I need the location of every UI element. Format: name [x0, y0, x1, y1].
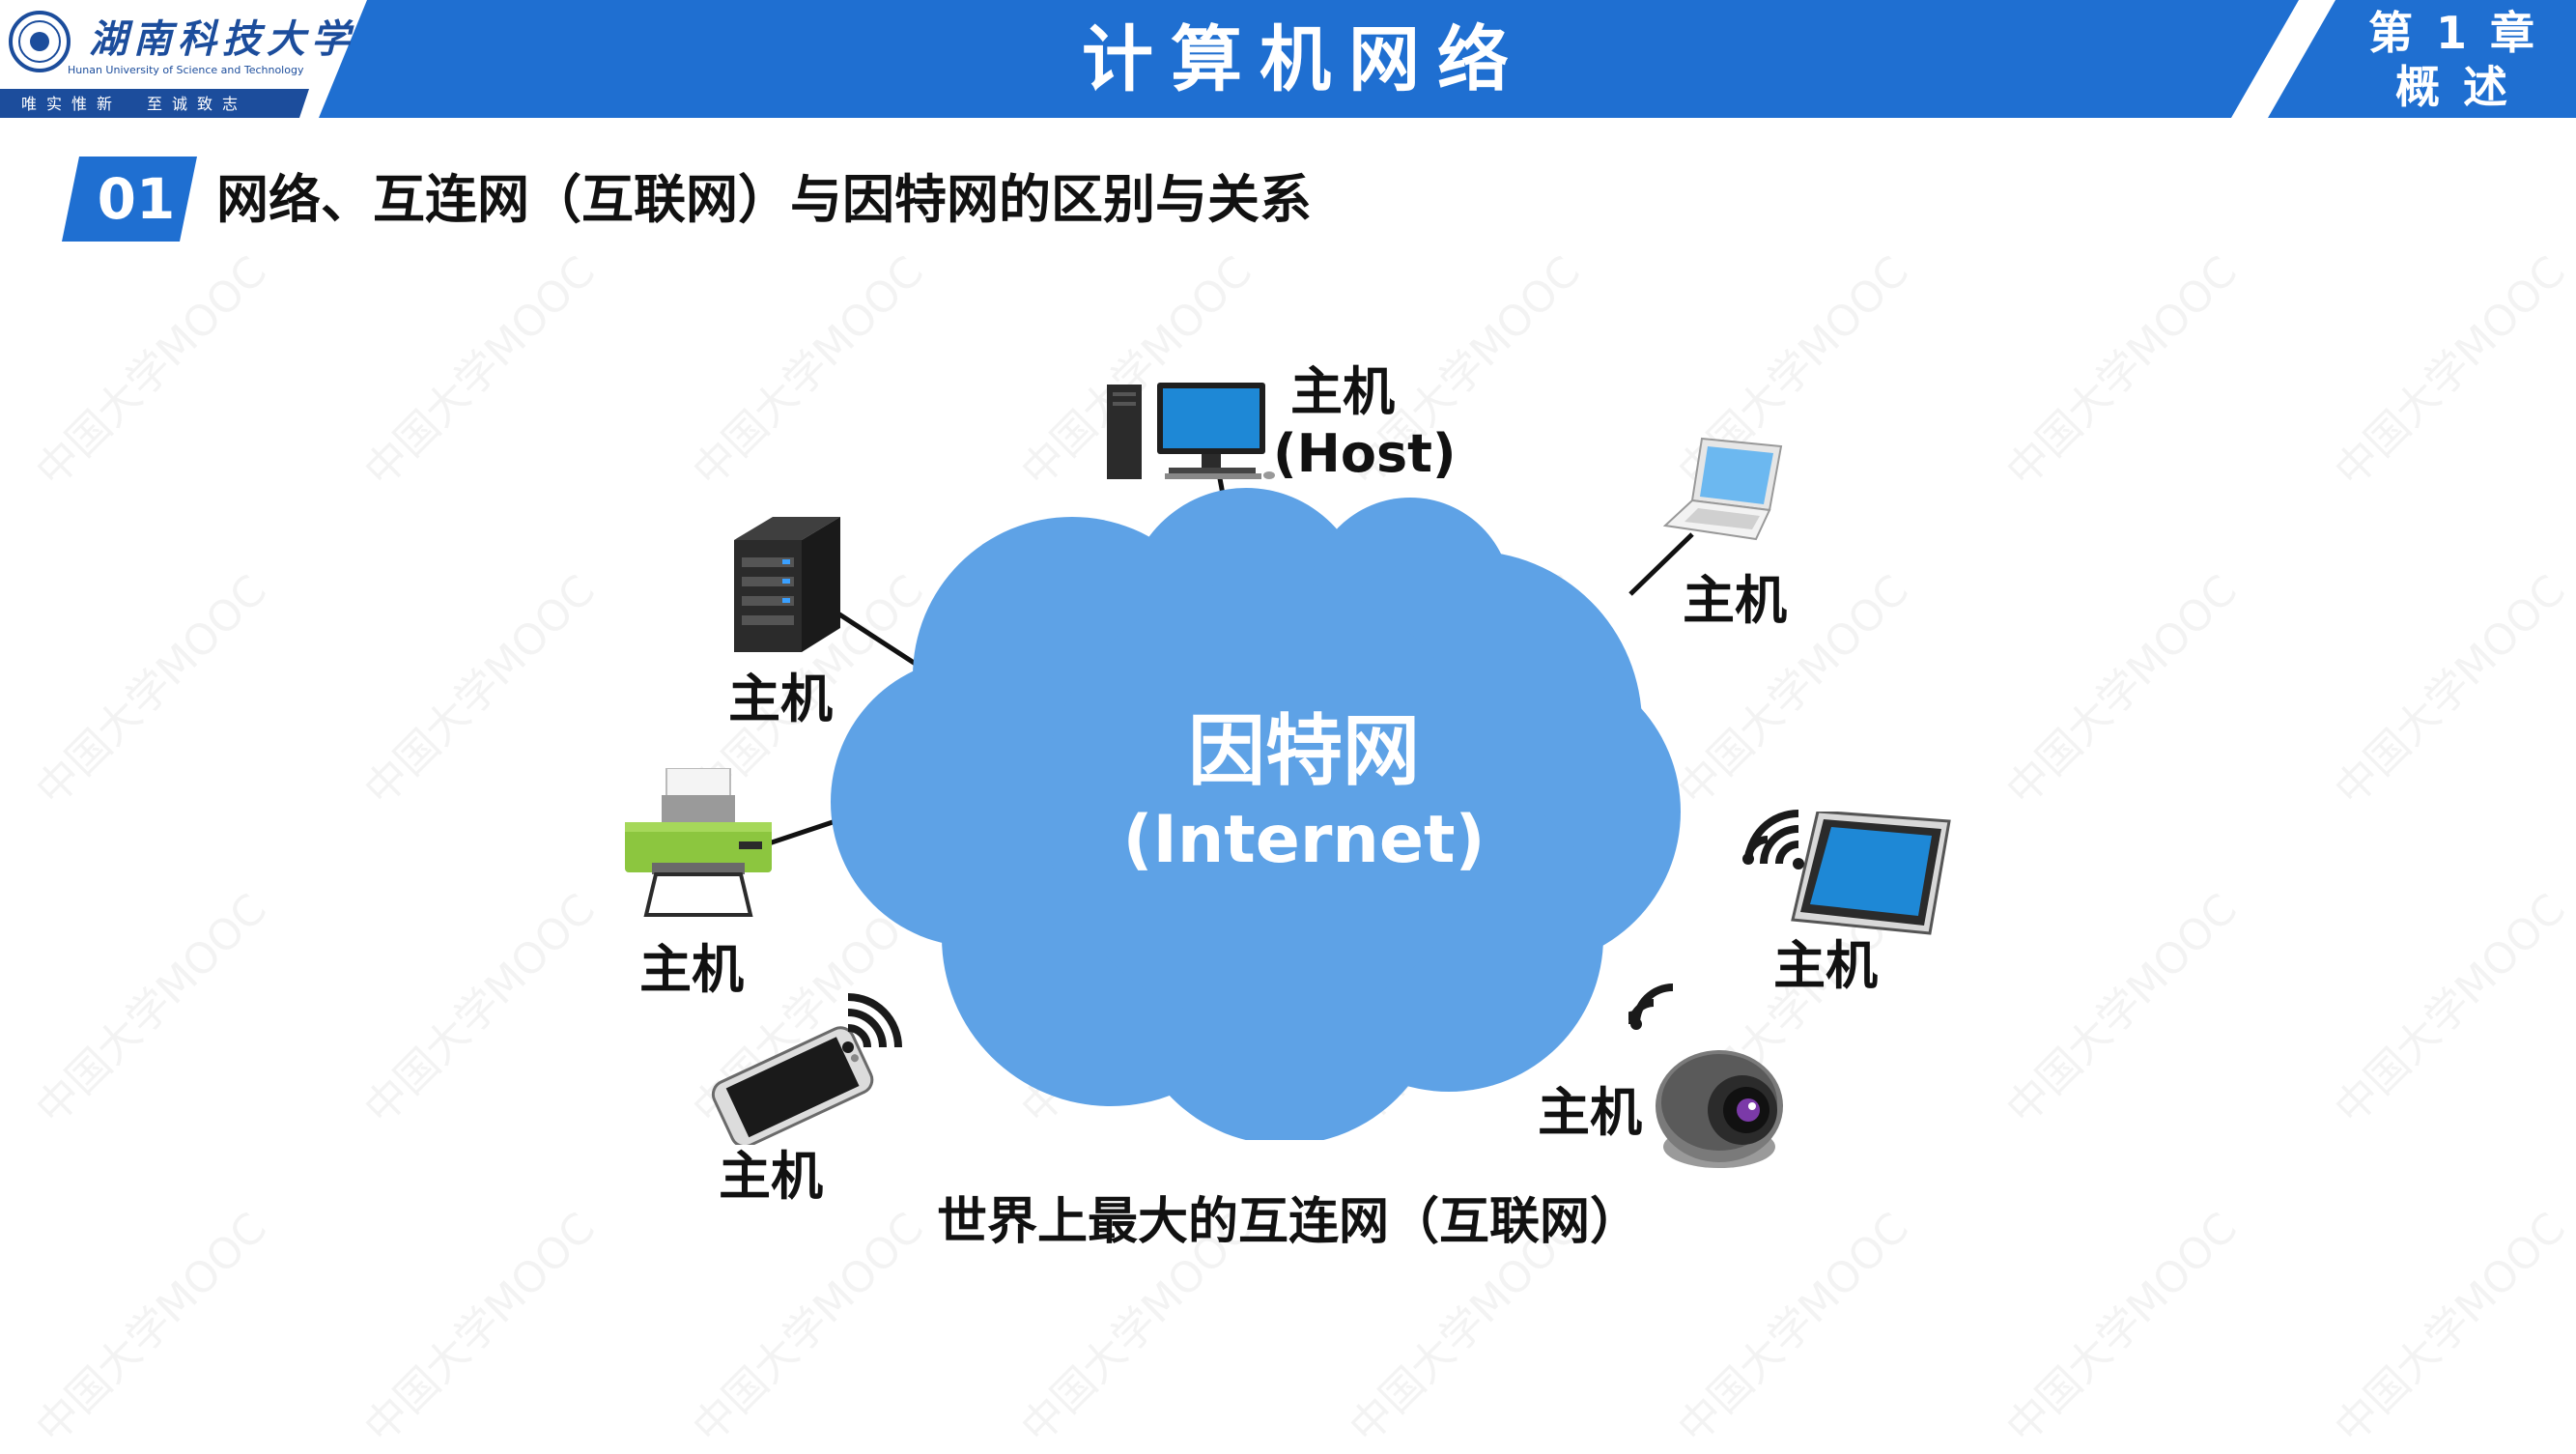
- university-motto: 唯实惟新 至诚致志: [21, 95, 248, 113]
- section-number-badge: [62, 157, 197, 242]
- desktop-host-label: 主机: [1290, 361, 1395, 422]
- server-icon: [734, 517, 840, 652]
- header-bar: [0, 0, 2576, 118]
- cloud-label-en: (Internet): [1122, 802, 1486, 878]
- laptop-icon: [1663, 437, 1783, 541]
- tablet-icon: [1791, 812, 1951, 935]
- university-name-en: Hunan University of Science and Technolo…: [68, 64, 304, 76]
- wifi-signal-icon: [1628, 984, 1674, 1032]
- university-name: 湖南科技大学: [89, 16, 355, 62]
- tablet-host-label: 主机: [1773, 935, 1878, 996]
- course-title: 计算机网络: [1082, 18, 1526, 101]
- internet-cloud: [831, 488, 1681, 1140]
- server-host-label: 主机: [728, 669, 833, 729]
- desktop-host-label-en: (Host): [1273, 423, 1457, 484]
- camera-host-label: 主机: [1538, 1082, 1642, 1143]
- laptop-host-label: 主机: [1683, 570, 1787, 631]
- section-title: 网络、互连网（互联网）与因特网的区别与关系: [216, 169, 1312, 230]
- chapter-name: 概 述: [2394, 61, 2511, 113]
- desktop-computer-icon: [1107, 383, 1275, 479]
- chapter-number: 第 1 章: [2367, 7, 2539, 59]
- wifi-signal-icon: [842, 993, 902, 1053]
- university-logo-icon: [9, 11, 71, 72]
- diagram-caption: 世界上最大的互连网（互联网）: [937, 1193, 1641, 1251]
- wifi-signal-icon: [1744, 810, 1804, 870]
- phone-host-label: 主机: [719, 1146, 823, 1207]
- cloud-label-cn: 因特网: [1188, 706, 1420, 796]
- smartphone-icon: [711, 1026, 874, 1145]
- printer-icon: [625, 768, 772, 917]
- printer-host-label: 主机: [639, 939, 744, 1000]
- camera-icon: [1656, 1050, 1783, 1168]
- section-number: 01: [97, 166, 176, 232]
